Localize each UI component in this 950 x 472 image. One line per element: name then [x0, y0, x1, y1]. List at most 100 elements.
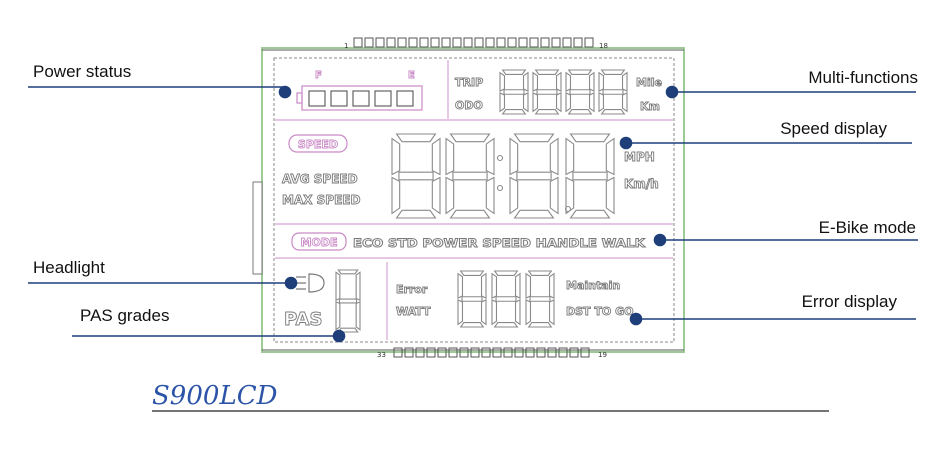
speed-colon-top	[496, 154, 504, 162]
connector-pin	[507, 37, 517, 48]
battery-full-label: F	[315, 70, 322, 81]
speed-badge	[288, 134, 348, 153]
label-ebike-mode: E-Bike mode	[819, 218, 916, 237]
mode-row: MODE ECO STD POWER SPEED HANDLE WALK	[291, 232, 647, 251]
connector-pin	[529, 37, 539, 48]
connector-pin	[503, 347, 513, 358]
connector-pin	[470, 347, 480, 358]
callout-dot-pas	[332, 329, 346, 343]
multifunction-digit	[532, 69, 562, 115]
error-digit	[457, 270, 487, 328]
connector-pin	[415, 347, 425, 358]
speed-decimal-point	[564, 205, 572, 213]
mode-options: ECO STD POWER SPEED HANDLE WALK	[353, 236, 646, 250]
connector-pin	[492, 347, 502, 358]
speed-readout: SPEED AVG SPEED MAX SPEED MPH Km/h	[282, 133, 659, 219]
connector-pin	[375, 37, 385, 48]
speed-digits	[391, 133, 615, 219]
connector-pin	[562, 37, 572, 48]
headlight-icon	[296, 273, 325, 293]
model-title: S900LCD	[152, 381, 278, 411]
label-power-status: Power status	[33, 62, 131, 81]
speed-colon-bottom	[496, 184, 504, 192]
error-digits	[457, 270, 555, 328]
connector-pin	[518, 37, 528, 48]
mode-badge-label: MODE	[301, 236, 338, 249]
pin-label-33: 33	[377, 351, 386, 359]
connector-pin	[496, 37, 506, 48]
bottom-pin-row: 33 19	[262, 347, 684, 359]
callout-dot-speed	[619, 136, 633, 150]
connector-pin	[580, 347, 590, 358]
error-label: Error	[396, 283, 428, 296]
maintain-label: Maintain	[566, 279, 620, 292]
connector-pin	[393, 347, 403, 358]
connector-pin	[573, 37, 583, 48]
speed-digit	[509, 133, 559, 219]
connector-pin	[540, 37, 550, 48]
callout-dot-mode	[653, 233, 667, 247]
connector-pin	[514, 347, 524, 358]
connector-pin	[584, 37, 594, 48]
battery-indicator: F E	[296, 70, 423, 111]
km-label: Km	[640, 100, 660, 113]
multifunction-digits	[499, 69, 628, 115]
connector-pin	[459, 347, 469, 358]
callout-dot-headlight	[284, 276, 298, 290]
callout-dot-error	[629, 312, 643, 326]
connector-pin	[452, 37, 462, 48]
label-speed-display: Speed display	[780, 119, 887, 138]
connector-pin	[569, 347, 579, 358]
max-speed-label: MAX SPEED	[282, 193, 360, 207]
connector-pin	[525, 347, 535, 358]
pin-label-1: 1	[344, 42, 348, 50]
lcd-side-tab	[252, 181, 263, 275]
pas-label: PAS	[284, 309, 322, 330]
connector-pin	[558, 347, 568, 358]
error-digit	[491, 270, 521, 328]
top-pin-row: 1 18	[262, 37, 684, 51]
connector-pin	[408, 37, 418, 48]
headlight-pas: PAS	[284, 269, 361, 333]
lcd-inner-frame	[273, 57, 675, 343]
speed-digit	[565, 133, 615, 219]
label-headlight: Headlight	[33, 258, 105, 277]
connector-pin	[353, 37, 363, 48]
mile-label: Mile	[636, 76, 662, 89]
label-error-display: Error display	[802, 292, 898, 311]
connector-pin	[448, 347, 458, 358]
speed-digit	[391, 133, 441, 219]
label-pas-grades: PAS grades	[80, 306, 169, 325]
connector-pin	[536, 347, 546, 358]
error-readout: Error WATT Maintain DST TO GO	[396, 270, 634, 328]
dst-to-go-label: DST TO GO	[566, 305, 633, 318]
speed-digit	[445, 133, 495, 219]
connector-pin	[419, 37, 429, 48]
connector-pin	[404, 347, 414, 358]
connector-pin	[481, 347, 491, 358]
speed-badge-label: SPEED	[298, 138, 338, 151]
connector-pin	[437, 347, 447, 358]
pin-label-18: 18	[599, 42, 608, 50]
connector-pin	[474, 37, 484, 48]
multifunction-readout: TRIP ODO Mile Km	[455, 69, 662, 115]
callout-dot-power	[278, 85, 292, 99]
error-digit	[525, 270, 555, 328]
multifunction-digit	[565, 69, 595, 115]
multifunction-digit	[598, 69, 628, 115]
connector-pin	[386, 37, 396, 48]
connector-pin	[551, 37, 561, 48]
connector-pin	[397, 37, 407, 48]
label-multi-functions: Multi-functions	[808, 68, 918, 87]
watt-label: WATT	[396, 305, 431, 318]
connector-pin	[485, 37, 495, 48]
mph-label: MPH	[624, 150, 655, 164]
connector-pin	[426, 347, 436, 358]
connector-pin	[463, 37, 473, 48]
connector-pin	[441, 37, 451, 48]
callout-dot-multi	[665, 85, 679, 99]
multifunction-digit	[499, 69, 529, 115]
connector-pin	[364, 37, 374, 48]
callout-line-power	[28, 86, 286, 92]
